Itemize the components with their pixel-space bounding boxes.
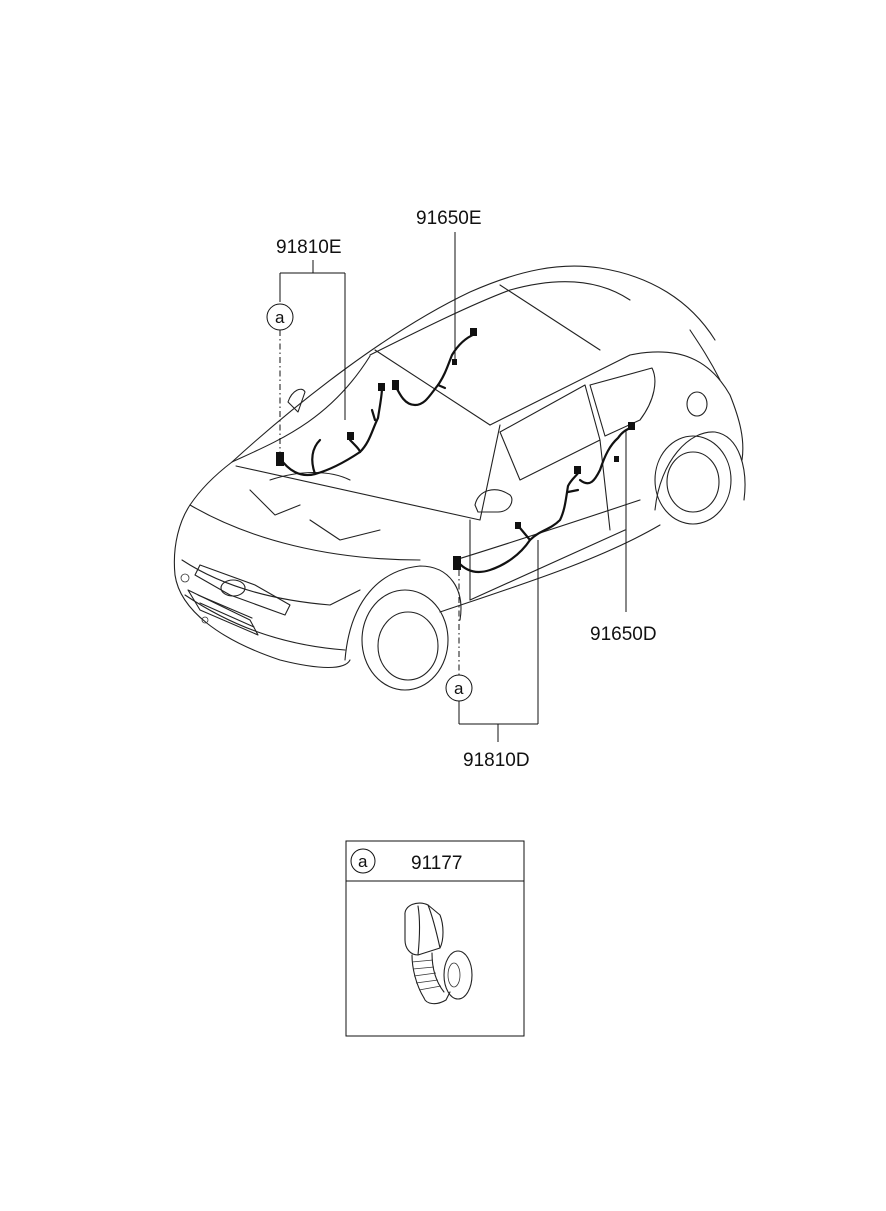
- ref-circle-a-top: a: [266, 303, 294, 331]
- part-label-91810E: 91810E: [276, 237, 342, 258]
- part-label-91810D: 91810D: [463, 750, 530, 771]
- detail-ref-label: a: [358, 852, 368, 871]
- part-label-91650D: 91650D: [590, 624, 657, 645]
- ref-circle-a-bottom: a: [445, 674, 473, 702]
- detail-box: a 91177: [345, 840, 525, 1037]
- ref-label-a-bottom: a: [454, 679, 464, 698]
- car-outline-icon: [173, 265, 746, 691]
- grommet-icon: [404, 902, 473, 1005]
- wiring-harness-icon: [276, 328, 635, 574]
- part-label-91650E: 91650E: [416, 208, 482, 229]
- ref-label-a-top: a: [275, 308, 285, 327]
- detail-part-label: 91177: [411, 853, 462, 874]
